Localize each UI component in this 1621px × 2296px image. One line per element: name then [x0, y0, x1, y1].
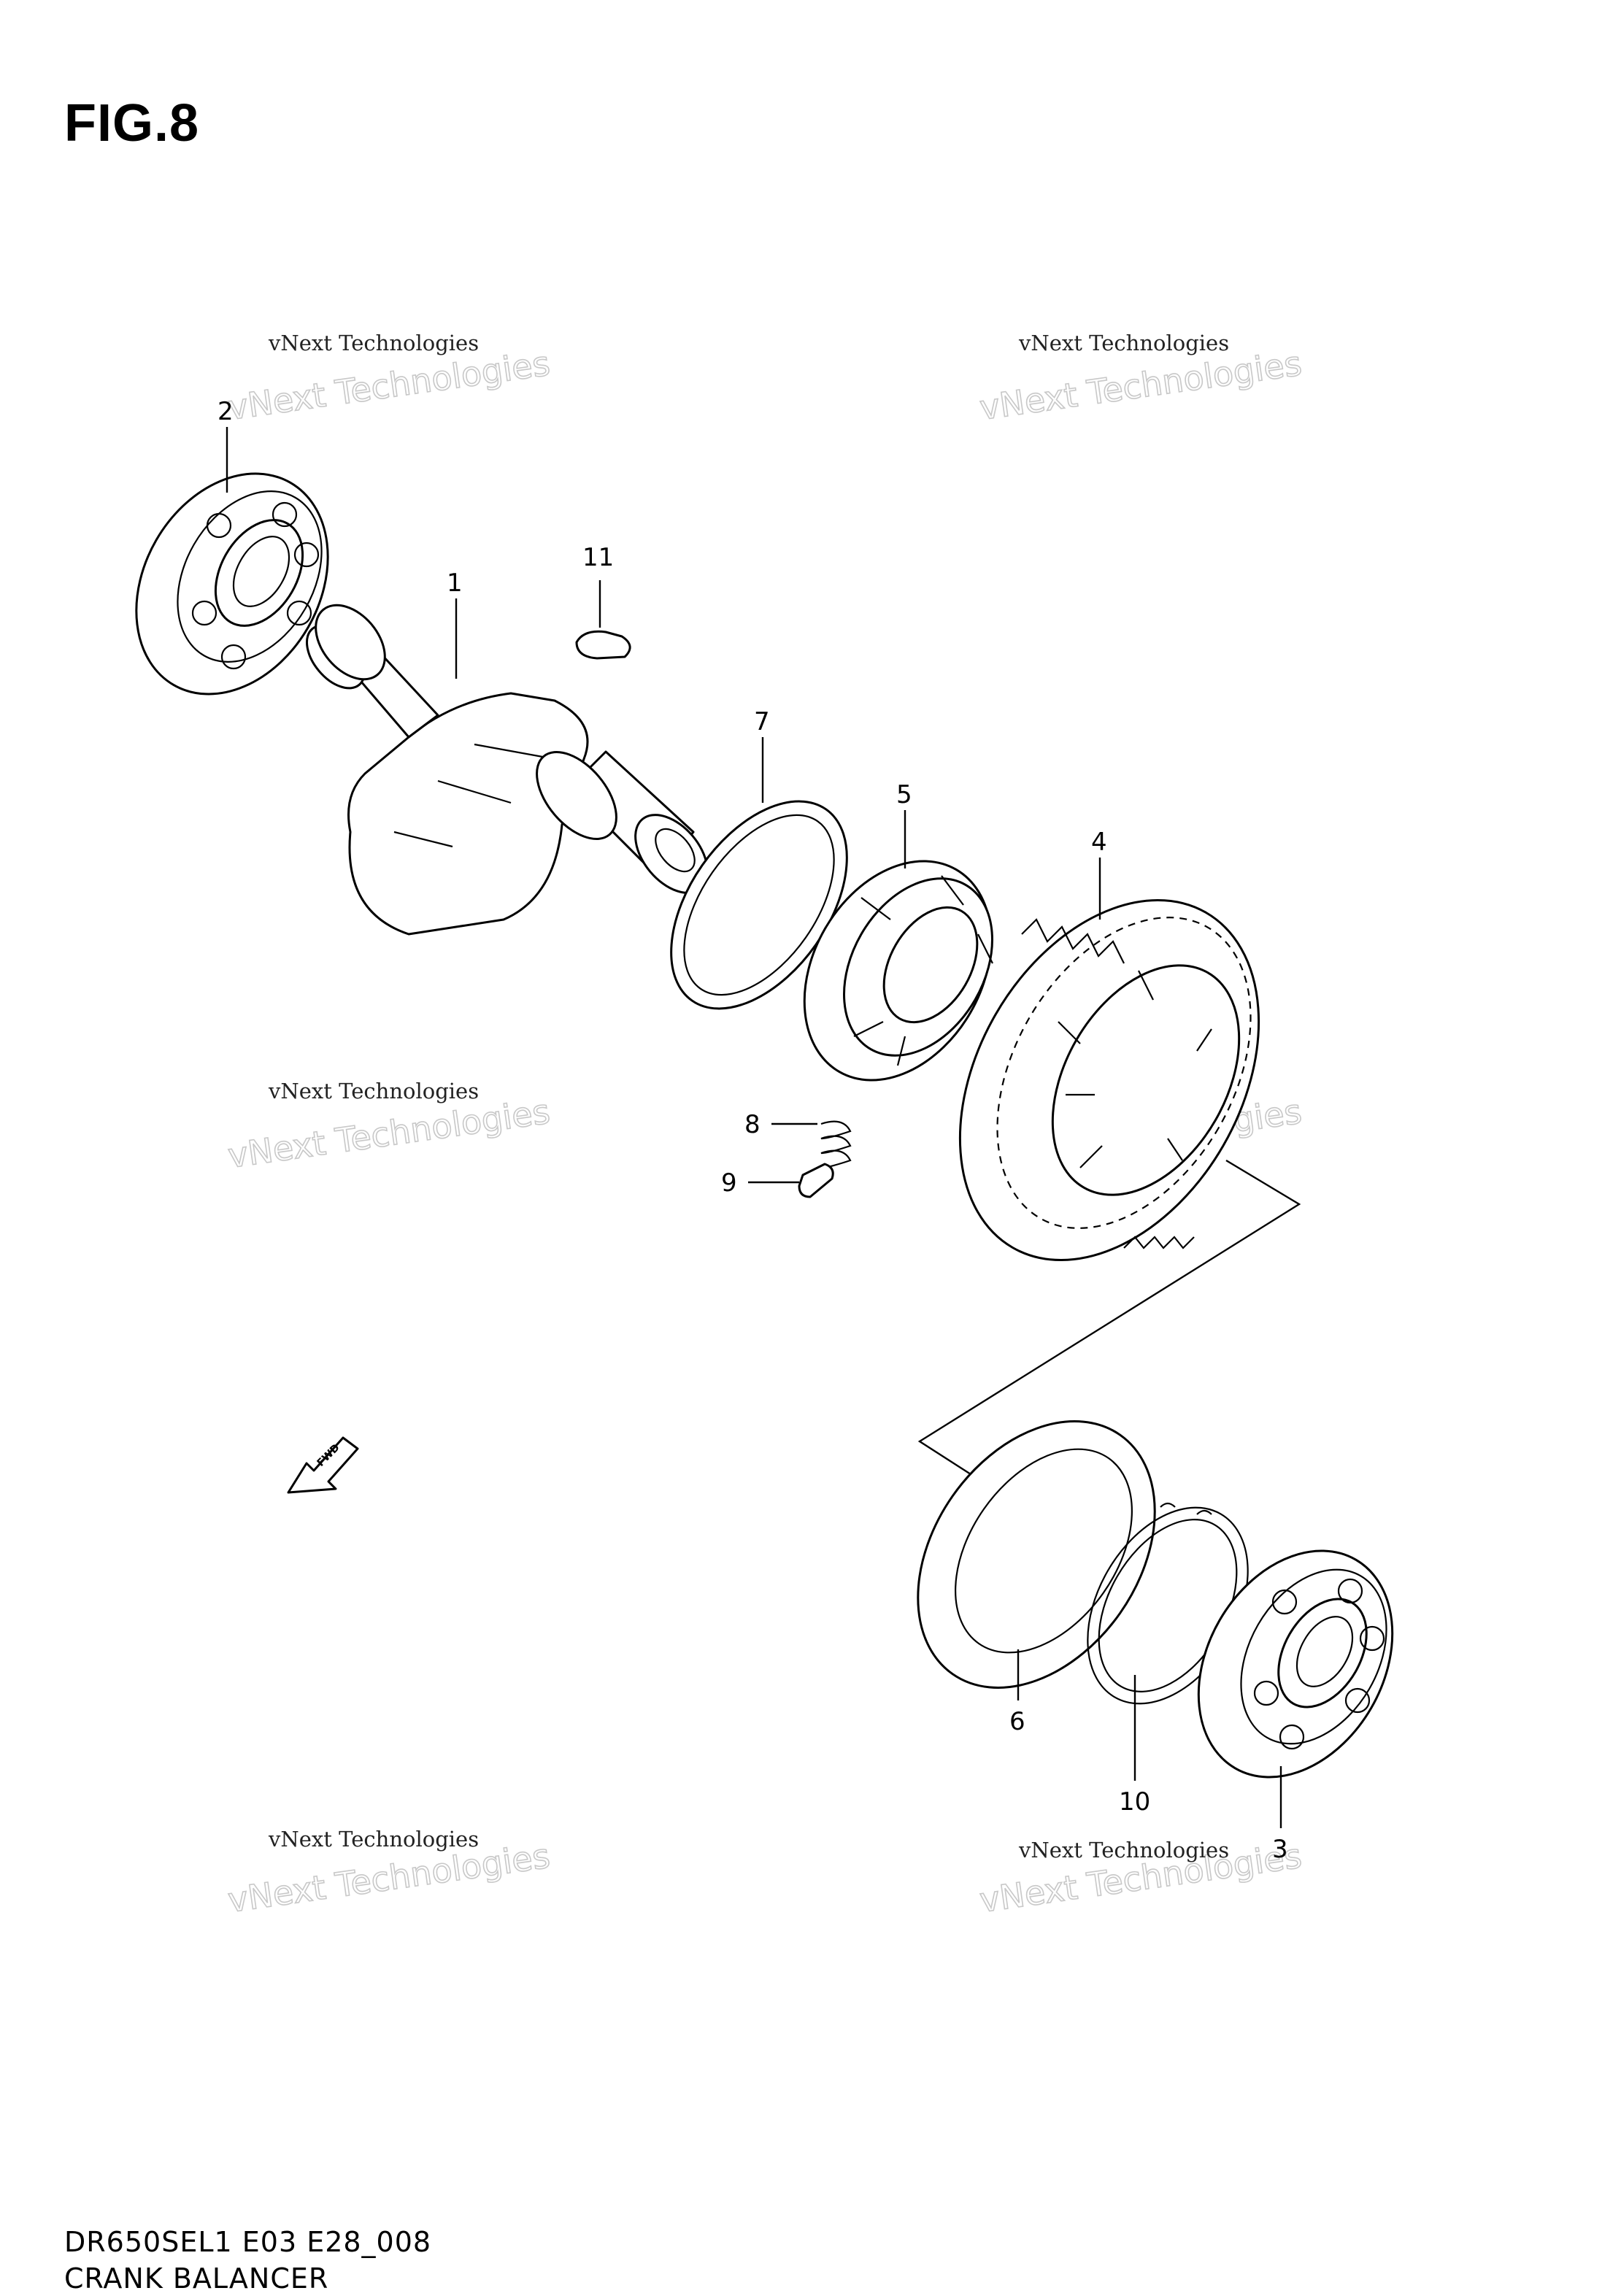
svg-text:vNext Technologies: vNext Technologies: [977, 344, 1304, 428]
assembly-name: CRANK BALANCER: [64, 2262, 329, 2295]
part-2-bearing: [135, 472, 329, 696]
part-9-pin: [798, 1163, 834, 1198]
fwd-arrow-icon: FWD: [287, 1436, 359, 1494]
svg-text:vNext Technologies: vNext Technologies: [268, 1827, 479, 1852]
leader-lines: [226, 427, 1282, 1828]
callout-10: 10: [1119, 1787, 1150, 1817]
svg-text:vNext Technologies: vNext Technologies: [268, 331, 479, 355]
callout-9: 9: [721, 1168, 737, 1198]
callout-3: 3: [1272, 1835, 1288, 1864]
watermark-top-left: vNext Technologies vNext Technologies: [225, 331, 552, 428]
svg-text:vNext Technologies: vNext Technologies: [268, 1079, 479, 1103]
part-6-washer: [917, 1420, 1156, 1689]
svg-text:vNext Technologies: vNext Technologies: [226, 1092, 552, 1176]
callout-6: 6: [1009, 1707, 1025, 1736]
figure-title: FIG.8: [64, 94, 200, 153]
watermark-bottom-left: vNext Technologies vNext Technologies: [225, 1827, 552, 1921]
callout-7: 7: [754, 707, 770, 736]
part-1-balancer-shaft: [305, 604, 709, 936]
callout-5: 5: [896, 780, 912, 809]
svg-text:vNext Technologies: vNext Technologies: [1018, 1838, 1229, 1862]
watermark-bottom-right: vNext Technologies vNext Technologies: [977, 1835, 1304, 1921]
callout-11: 11: [582, 543, 614, 572]
model-code: DR650SEL1 E03 E28_008: [64, 2226, 432, 2258]
part-8-spring: [820, 1120, 852, 1169]
watermark-top-right: vNext Technologies vNext Technologies: [977, 331, 1304, 428]
callout-2: 2: [217, 397, 234, 426]
part-5-hub: [803, 860, 993, 1082]
assembly-bracket-line: [917, 1159, 1301, 1476]
callout-8: 8: [744, 1110, 761, 1139]
part-3-bearing: [1197, 1549, 1394, 1779]
svg-text:vNext Technologies: vNext Technologies: [226, 344, 552, 428]
part-11-key: [575, 630, 631, 660]
callout-4: 4: [1091, 828, 1107, 857]
callout-1: 1: [447, 569, 463, 598]
part-4-gear: [958, 898, 1260, 1262]
svg-text:vNext Technologies: vNext Technologies: [1018, 331, 1229, 355]
watermark-mid-left: vNext Technologies vNext Technologies: [225, 1079, 552, 1176]
